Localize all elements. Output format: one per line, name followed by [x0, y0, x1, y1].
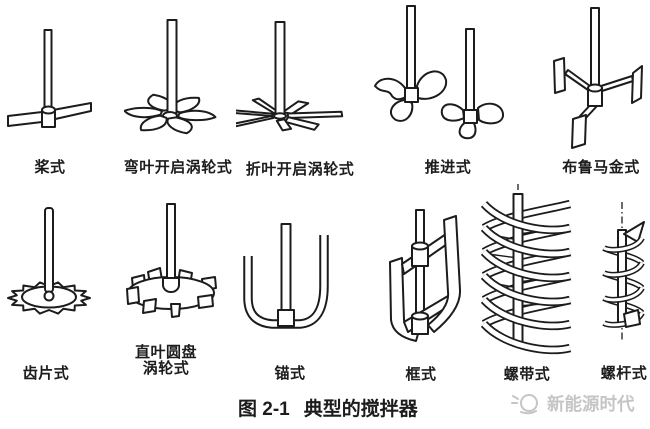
mixer-label-helical-ribbon: 螺带式 — [503, 366, 551, 383]
watermark: 新能源时代 — [509, 390, 635, 416]
anchor-mixer-illustration — [243, 223, 329, 329]
brumagin-mixer-illustration — [553, 7, 643, 149]
mixer-label-anchor: 锚式 — [274, 365, 306, 382]
mixer-label-propeller: 推进式 — [424, 159, 472, 176]
propeller-mixer-illustration — [374, 5, 504, 140]
toothed-disc-mixer-illustration — [7, 207, 91, 315]
straight-blade-disc-turbine-illustration — [126, 203, 217, 318]
helical-ribbon-mixer-illustration — [480, 184, 572, 355]
mixer-label-toothed-disc: 齿片式 — [22, 365, 70, 382]
frame-mixer-illustration — [389, 209, 462, 342]
mixer-label-disc-turbine: 直叶圆盘 涡轮式 — [135, 345, 197, 377]
figure-title: 典型的搅拌器 — [303, 399, 418, 420]
screw-mixer-illustration — [602, 202, 645, 342]
mixer-label-pitched-turbine: 折叶开启涡轮式 — [245, 161, 355, 178]
curved-blade-open-turbine-illustration — [124, 19, 219, 144]
watermark-logo-icon — [511, 394, 538, 415]
mixer-label-screw: 螺杆式 — [600, 365, 648, 382]
figure-caption: 图 2-1 典型的搅拌器 — [238, 394, 418, 421]
mixer-label-disc-turbine-line1: 直叶圆盘 — [134, 344, 198, 361]
pitched-blade-open-turbine-illustration — [236, 21, 344, 146]
figure-number: 图 2-1 — [238, 399, 290, 420]
mixer-label-brumagin: 布鲁马金式 — [562, 159, 640, 176]
mixer-label-frame: 框式 — [405, 366, 437, 383]
mixer-label-disc-turbine-line2: 涡轮式 — [142, 360, 190, 377]
mixer-label-paddle: 桨式 — [34, 159, 66, 176]
paddle-mixer-illustration — [7, 29, 92, 128]
watermark-text: 新能源时代 — [547, 393, 635, 414]
mixer-label-curved-turbine: 弯叶开启涡轮式 — [123, 159, 233, 176]
